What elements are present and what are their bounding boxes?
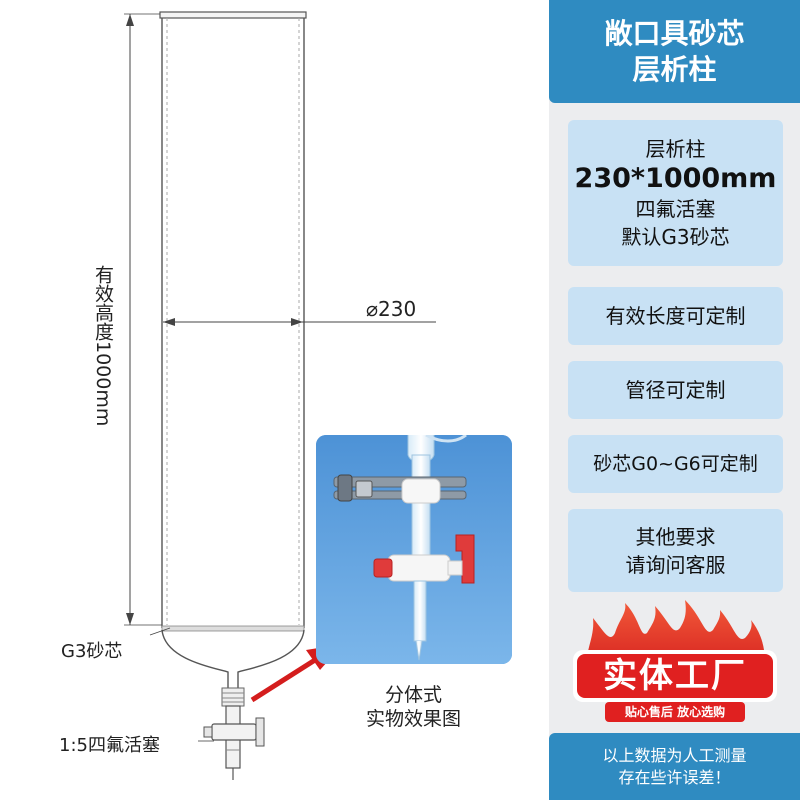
measurement-notice: 以上数据为人工测量 存在些许误差！ [549, 733, 800, 800]
spec-length: 有效长度可定制 [568, 287, 783, 345]
spec-other: 其他要求 请询问客服 [568, 509, 783, 592]
spec-main: 层析柱 230*1000mm 四氟活塞 默认G3砂芯 [568, 120, 783, 266]
column-rim [159, 11, 307, 19]
product-title-line1: 敞口具砂芯 [604, 16, 745, 50]
photo-caption: 分体式 实物效果图 [356, 683, 471, 731]
factory-badge [573, 600, 777, 722]
spec-other-line2: 请询问客服 [625, 552, 726, 577]
notice-line2: 存在些许误差！ [618, 767, 731, 787]
spec-main-line1: 层析柱 [645, 137, 706, 161]
spec-main-line4: 默认G3砂芯 [621, 225, 730, 249]
product-title-line2: 层析柱 [632, 52, 717, 86]
frit-disc [161, 625, 305, 632]
spec-length-label: 有效长度可定制 [605, 304, 746, 328]
height-label: 有效高度1000mm [92, 265, 114, 427]
photo-caption-line1: 分体式 [384, 684, 442, 706]
factory-badge-main: 实体工厂 [603, 656, 747, 696]
photo-caption-line2: 实物效果图 [365, 708, 461, 730]
spec-frit-label: 砂芯G0~G6可定制 [593, 453, 758, 475]
stopcock-label: 1:5四氟活塞 [59, 735, 160, 756]
spec-main-size: 230*1000mm [574, 163, 777, 194]
spec-main-line3: 四氟活塞 [635, 197, 716, 221]
frit-label: G3砂芯 [61, 641, 123, 662]
diameter-label: ⌀230 [366, 297, 417, 321]
product-title: 敞口具砂芯 层析柱 [549, 0, 800, 103]
product-photo [316, 435, 512, 664]
stopcock [203, 705, 265, 780]
factory-badge-sub: 贴心售后 放心选购 [624, 705, 726, 719]
spec-frit: 砂芯G0~G6可定制 [568, 435, 783, 493]
spec-other-line1: 其他要求 [635, 524, 716, 549]
column-funnel [161, 629, 305, 690]
column-drawing [124, 11, 436, 780]
spec-diameter-label: 管径可定制 [625, 378, 726, 402]
spec-diameter: 管径可定制 [568, 361, 783, 419]
notice-line1: 以上数据为人工测量 [602, 745, 747, 765]
